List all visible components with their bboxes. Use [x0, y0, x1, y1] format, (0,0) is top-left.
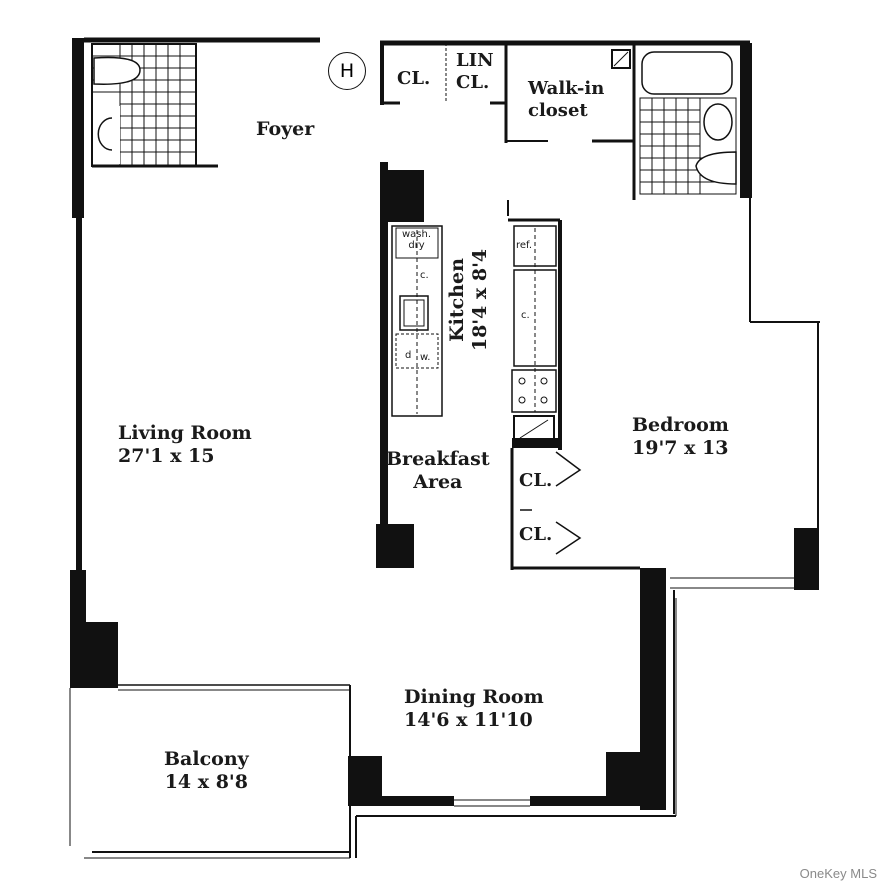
walkin-line2: closet: [528, 99, 588, 121]
room-label-kitchen: Kitchen 18'4 x 8'4: [446, 212, 492, 388]
watermark: OneKey MLS: [799, 866, 877, 881]
fixture-counter: c.: [420, 270, 429, 281]
dining-name: Dining Room: [404, 686, 544, 708]
fixture-w: w.: [420, 352, 431, 363]
kitchen-name: Kitchen: [446, 258, 468, 342]
room-label-balcony: Balcony 14 x 8'8: [164, 748, 249, 794]
fixture-counter-right: c.: [521, 310, 530, 321]
living-room-dimensions: 27'1 x 15: [118, 444, 215, 467]
dry-label: dry: [408, 240, 425, 251]
fixture-dishwasher: d: [405, 350, 412, 361]
closet-label-bedroom-a: CL.: [519, 470, 553, 491]
living-room-name: Living Room: [118, 422, 252, 444]
room-label-dining: Dining Room 14'6 x 11'10: [404, 686, 544, 732]
balcony-dimensions: 14 x 8'8: [164, 770, 248, 793]
room-label-breakfast: Breakfast Area: [386, 448, 490, 494]
breakfast-line1: Breakfast: [386, 448, 490, 470]
closet-label-bedroom-b: CL.: [519, 524, 553, 545]
room-label-living: Living Room 27'1 x 15: [118, 422, 252, 468]
breakfast-line2: Area: [413, 470, 463, 493]
room-label-foyer: Foyer: [256, 118, 315, 140]
fixture-wash-dry: wash. dry: [402, 229, 431, 251]
wash-label: wash.: [402, 229, 432, 240]
fixture-ref: ref.: [516, 240, 533, 251]
kitchen-dimensions: 18'4 x 8'4: [468, 248, 491, 352]
walkin-line1: Walk-in: [528, 78, 605, 99]
entry-marker: H: [328, 52, 366, 90]
bedroom-dimensions: 19'7 x 13: [632, 436, 729, 459]
dining-dimensions: 14'6 x 11'10: [404, 708, 533, 731]
closet-label-linen: LIN CL.: [456, 50, 494, 93]
closet-label-cl: CL.: [397, 68, 431, 89]
linen-line1: LIN: [456, 50, 494, 71]
room-label-walkin: Walk-in closet: [528, 78, 604, 121]
linen-line2: CL.: [456, 71, 490, 93]
balcony-name: Balcony: [164, 748, 249, 770]
bedroom-name: Bedroom: [632, 414, 729, 436]
room-label-bedroom: Bedroom 19'7 x 13: [632, 414, 729, 460]
